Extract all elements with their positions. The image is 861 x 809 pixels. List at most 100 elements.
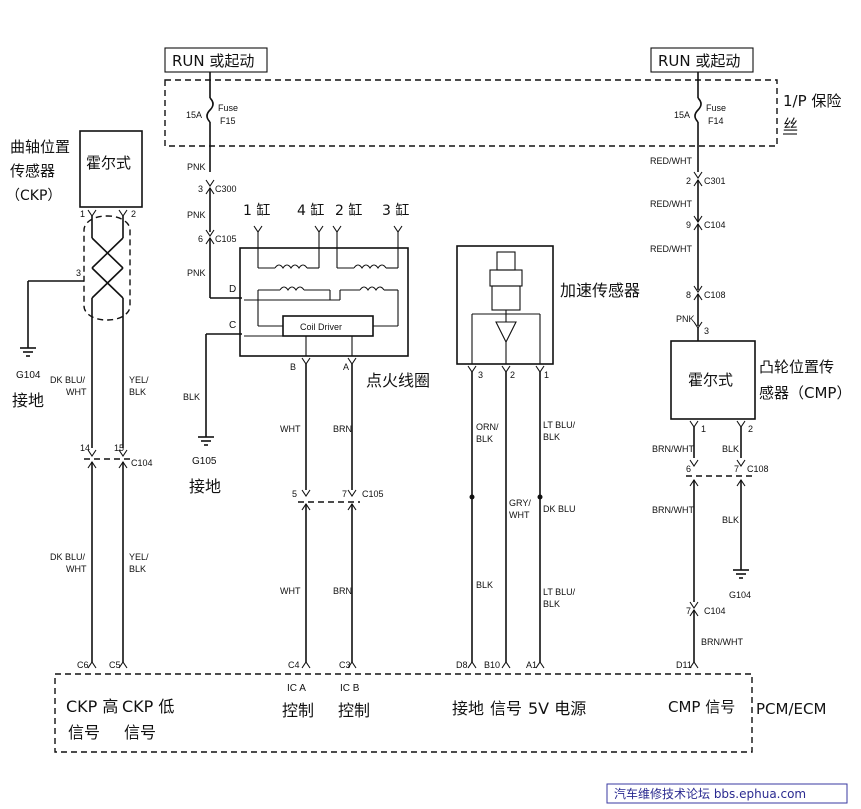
fuse-f15-amp: 15A xyxy=(186,110,202,120)
ckp-pin1: 1 xyxy=(80,209,85,219)
ign-wire-pnk-2: PNK xyxy=(187,210,206,220)
ignition-coil-title: 点火线圈 xyxy=(366,371,430,390)
cmp-c104b-pin: 7 xyxy=(686,606,691,616)
ckp-c104-right: 15 xyxy=(114,443,124,453)
ecm-cmp-sig: CMP 信号 xyxy=(668,698,735,716)
ckp-wire-left-2: WHT xyxy=(66,387,87,397)
cyl-4: 4 缸 xyxy=(297,202,324,219)
cyl-3: 3 缸 xyxy=(382,202,409,219)
ecm-icb-2: 控制 xyxy=(338,701,370,720)
cmp-wire-2: RED/WHT xyxy=(650,199,692,209)
coil-pin-b: B xyxy=(290,362,296,372)
cmp-c108b: C108 xyxy=(747,464,769,474)
coil-pin-a: A xyxy=(343,362,349,372)
accel-wire3-2: BLK xyxy=(476,434,493,444)
ecm-pin-c4: C4 xyxy=(288,660,300,670)
ckp-wire-left-1: DK BLU/ xyxy=(50,375,86,385)
ckp-title-1: 曲轴位置 xyxy=(10,138,70,156)
ign-wire-a-2: BRN xyxy=(333,586,352,596)
ign-c300-pin: 3 xyxy=(198,184,203,194)
ecm-pin-d8: D8 xyxy=(456,660,468,670)
coil-pin-d: D xyxy=(229,284,236,295)
accel-wire2-1: GRY/ xyxy=(509,498,531,508)
cyl-2: 2 缸 xyxy=(335,202,362,219)
accel-wire1-1: LT BLU/ xyxy=(543,420,576,430)
ckp-title-2: 传感器 xyxy=(10,162,55,180)
accel-sensor-box xyxy=(456,245,554,365)
cmp-c104: C104 xyxy=(704,220,726,230)
ckp-wire-left-b2: WHT xyxy=(66,564,87,574)
ign-ground-label: 接地 xyxy=(189,477,221,496)
ckp-wire-left-b1: DK BLU/ xyxy=(50,552,86,562)
ip-fuse-block xyxy=(164,79,778,147)
ign-wire-pnk-1: PNK xyxy=(187,162,206,172)
run-label-left: RUN 或起动 xyxy=(172,52,254,70)
ign-c105-a: 7 xyxy=(342,489,347,499)
ckp-sensor-box xyxy=(79,130,143,208)
cmp-wire-r2: BLK xyxy=(722,515,739,525)
cmp-pin3: 3 xyxy=(704,326,709,336)
ign-wire-blk: BLK xyxy=(183,392,200,402)
ign-c105-pin: 6 xyxy=(198,234,203,244)
ecm-icb-1: IC B xyxy=(340,683,360,694)
ecm-gnd: 接地 xyxy=(452,699,484,718)
ign-wire-a-1: BRN xyxy=(333,424,352,434)
ckp-pin2: 2 xyxy=(131,209,136,219)
cmp-wire-l1: BRN/WHT xyxy=(652,444,694,454)
cmp-wire-1: RED/WHT xyxy=(650,156,692,166)
ckp-wire-right-2: BLK xyxy=(129,387,146,397)
ecm-ica-1: IC A xyxy=(287,683,306,694)
ckp-wire-right-b1: YEL/ xyxy=(129,552,149,562)
ip-fuse-label-2: 丝 xyxy=(783,116,798,134)
cmp-pin2: 2 xyxy=(748,424,753,434)
fuse-f15-name: Fuse xyxy=(218,103,238,113)
ecm-5v: 5V 电源 xyxy=(528,699,586,718)
ckp-wire-right-b2: BLK xyxy=(129,564,146,574)
cmp-c104b: C104 xyxy=(704,606,726,616)
ign-wire-pnk-3: PNK xyxy=(187,268,206,278)
fuse-f14-id: F14 xyxy=(708,116,724,126)
ckp-wire-right-1: YEL/ xyxy=(129,375,149,385)
accel-pin3: 3 xyxy=(478,370,483,380)
run-box-left xyxy=(164,47,268,73)
cmp-wire-3: RED/WHT xyxy=(650,244,692,254)
coil-pin-c: C xyxy=(229,320,236,331)
ign-ground-id: G105 xyxy=(192,456,217,467)
accel-wire1-b2: BLK xyxy=(543,599,560,609)
ckp-pin3: 3 xyxy=(76,268,81,278)
fuse-f14-name: Fuse xyxy=(706,103,726,113)
cmp-box-label: 霍尔式 xyxy=(688,371,733,389)
ip-fuse-label: 1/P 保险 xyxy=(783,92,841,110)
fuse-f15-id: F15 xyxy=(220,116,236,126)
cmp-ground-id: G104 xyxy=(729,590,751,600)
accel-pin2: 2 xyxy=(510,370,515,380)
cmp-c108-pin: 8 xyxy=(686,290,691,300)
accel-wire2-2: WHT xyxy=(509,510,530,520)
cmp-c108b-r: 7 xyxy=(734,464,739,474)
cmp-c301-pin: 2 xyxy=(686,176,691,186)
ign-wire-b-2: WHT xyxy=(280,586,301,596)
ckp-title-3: （CKP） xyxy=(6,188,61,204)
cmp-wire-l2: BRN/WHT xyxy=(652,505,694,515)
ecm-pin-c5: C5 xyxy=(109,660,121,670)
ecm-label: PCM/ECM xyxy=(756,700,826,718)
ecm-ckp-lo-2: 信号 xyxy=(124,723,156,742)
ign-wire-b-1: WHT xyxy=(280,424,301,434)
ecm-ica-2: 控制 xyxy=(282,701,314,720)
ecm-sig: 信号 xyxy=(490,699,522,718)
run-box-right xyxy=(650,47,754,73)
cmp-wire-r1: BLK xyxy=(722,444,739,454)
ecm-pin-a1: A1 xyxy=(526,660,537,670)
accel-wire3-1: ORN/ xyxy=(476,422,499,432)
cmp-title-2: 感器（CMP） xyxy=(759,384,851,402)
ckp-ground-label: 接地 xyxy=(12,391,44,410)
cmp-pin1: 1 xyxy=(701,424,706,434)
ign-c105-bottom: C105 xyxy=(362,489,384,499)
coil-driver-label: Coil Driver xyxy=(300,322,342,332)
ignition-coil-box xyxy=(239,247,409,357)
ecm-pin-b10: B10 xyxy=(484,660,500,670)
accel-pin1: 1 xyxy=(544,370,549,380)
ecm-ckp-hi-2: 信号 xyxy=(68,723,100,742)
cmp-c108b-l: 6 xyxy=(686,464,691,474)
